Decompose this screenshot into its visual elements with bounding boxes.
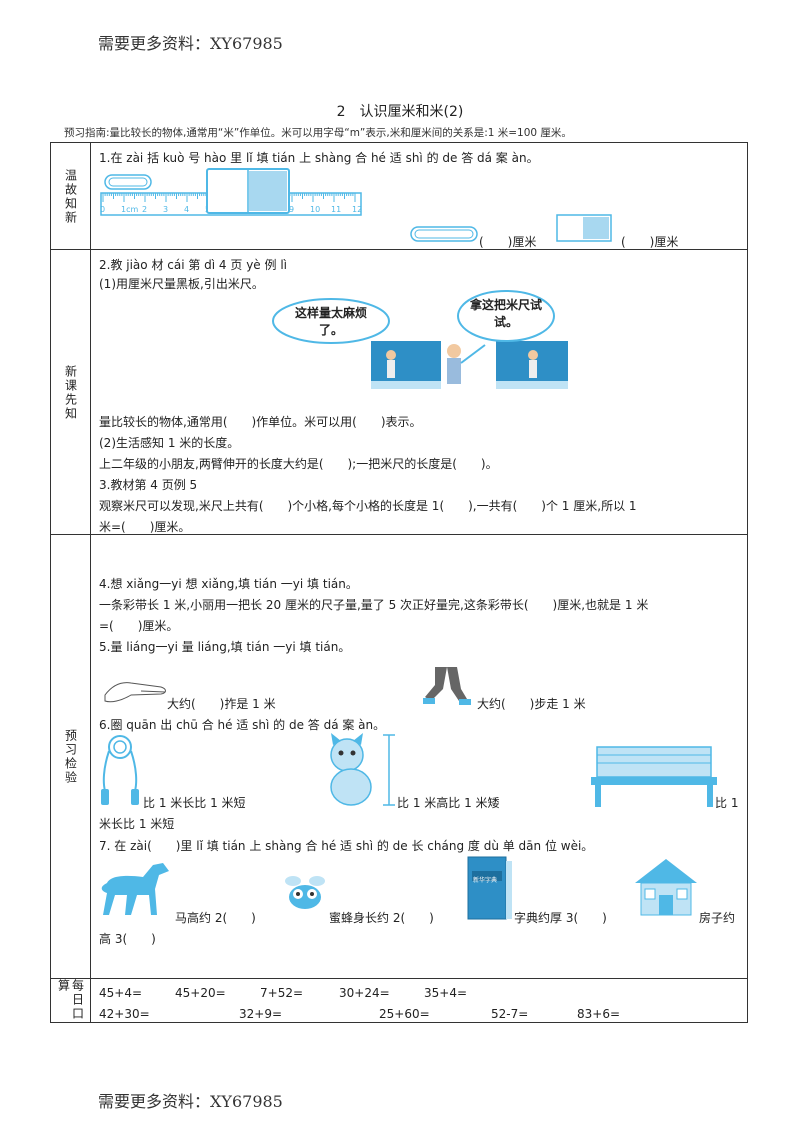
q5-text: 5.量 liáng一yi 量 liáng,填 tián 一yi 填 tián。 xyxy=(99,640,351,654)
divider xyxy=(51,249,747,250)
q3-line1: 观察米尺可以发现,米尺上共有( )个小格,每个小格的长度是 1( ),一共有( … xyxy=(99,499,637,513)
section-label-review: 温故知新 xyxy=(51,143,91,250)
dictionary-title: 新华字典 xyxy=(473,877,498,884)
daily-item: 25+60= xyxy=(379,1007,430,1021)
q7-house-2: 高 3( ) xyxy=(99,932,156,946)
ruler-tick-label: 0 xyxy=(100,205,105,214)
q7-house-1: 房子约 xyxy=(699,911,736,925)
q7-horse: 马高约 2( ) xyxy=(175,911,256,925)
ruler-tick-label: 10 xyxy=(310,205,320,214)
q2-sub1: (1)用厘米尺量黑板,引出米尺。 xyxy=(99,277,264,291)
cat-icon xyxy=(330,733,395,806)
q3-text: 3.教材第 4 页例 5 xyxy=(99,478,198,492)
daily-item: 52-7= xyxy=(491,1007,529,1021)
daily-item: 45+20= xyxy=(175,986,226,1000)
q7-text: 7. 在 zài( )里 lǐ 填 tián 上 shàng 合 hé 适 sh… xyxy=(99,839,594,853)
ruler-tick-label: 4 xyxy=(184,205,189,214)
daily-item: 42+30= xyxy=(99,1007,150,1021)
q2-sub2: (2)生活感知 1 米的长度。 xyxy=(99,436,240,450)
house-icon xyxy=(635,859,697,916)
bubble-2-text: 拿这把米尺试试。 xyxy=(469,298,542,329)
hand-span-icon xyxy=(104,682,166,703)
q6-c2: 米长比 1 米短 xyxy=(99,817,175,831)
divider xyxy=(51,978,747,979)
q6-a: 比 1 米长比 1 米短 xyxy=(143,796,246,810)
bee-icon xyxy=(285,876,325,909)
divider xyxy=(51,534,747,535)
ruler-tick-label: 3 xyxy=(163,205,168,214)
jump-rope-icon xyxy=(101,735,139,805)
watermark-bottom: 需要更多资料：XY67985 xyxy=(98,1092,283,1111)
ruler-tick-label: 2 xyxy=(142,205,147,214)
q2-text: 2.教 jiào 材 cái 第 dì 4 页 yè 例 lì xyxy=(99,258,287,272)
section-label-new: 新课先知 xyxy=(51,250,91,535)
q5-a: 大约( )拃是 1 米 xyxy=(167,697,276,711)
q2-line1: 量比较长的物体,通常用( )作单位。米可以用( )表示。 xyxy=(99,415,422,429)
daily-item: 32+9= xyxy=(239,1007,283,1021)
page-title: 2 认识厘米和米(2) xyxy=(336,104,464,120)
section-label-daily: 每日口算 xyxy=(51,979,91,1022)
q4-line2: =( )厘米。 xyxy=(99,619,179,633)
q6-b: 比 1 米高比 1 米矮 xyxy=(397,796,500,810)
walking-legs-icon xyxy=(423,667,471,705)
ruler-tick-label: 12 xyxy=(352,205,362,214)
q7-dict: 字典约厚 3( ) xyxy=(514,911,607,925)
ruler-tick-label: 11 xyxy=(331,205,341,214)
ruler-tick-label: 1cm xyxy=(121,205,138,214)
daily-item: 30+24= xyxy=(339,986,390,1000)
worksheet-table: 温故知新 新课先知 预习检验 每日口算 1.在 zài 括 kuò 号 hào … xyxy=(50,142,748,1023)
q1-answer-2: ( )厘米 xyxy=(621,235,679,249)
daily-item: 83+6= xyxy=(577,1007,621,1021)
q3-line2: 米=( )厘米。 xyxy=(99,520,191,534)
q1-answer-1: ( )厘米 xyxy=(479,235,537,249)
q6-c1: 比 1 xyxy=(715,796,739,810)
daily-item: 7+52= xyxy=(260,986,304,1000)
speech-bubble-1 xyxy=(272,298,390,344)
horse-icon xyxy=(101,863,169,915)
dictionary-icon xyxy=(467,856,512,920)
q4-text: 4.想 xiǎng一yi 想 xiǎng,填 tián 一yi 填 tián。 xyxy=(99,577,358,591)
q4-line1: 一条彩带长 1 米,小丽用一把长 20 厘米的尺子量,量了 5 次正好量完,这条… xyxy=(99,598,649,612)
bubble-1-text: 这样量太麻烦了。 xyxy=(294,306,367,337)
daily-item: 35+4= xyxy=(424,986,468,1000)
q2-line2: 上二年级的小朋友,两臂伸开的长度大约是( );一把米尺的长度是( )。 xyxy=(99,457,498,471)
section-label-check: 预习检验 xyxy=(51,535,91,979)
daily-item: 45+4= xyxy=(99,986,143,1000)
q1-text: 1.在 zài 括 kuò 号 hào 里 lǐ 填 tián 上 shàng … xyxy=(99,151,539,165)
q6-text: 6.圈 quān 出 chū 合 hé 适 shì 的 de 答 dá 案 àn… xyxy=(99,718,386,732)
ruler-tick-label: 9 xyxy=(289,205,294,214)
bench-icon xyxy=(591,746,717,807)
watermark-top: 需要更多资料：XY67985 xyxy=(98,34,283,53)
q5-b: 大约( )步走 1 米 xyxy=(477,697,586,711)
blackboard-illustration xyxy=(371,341,568,389)
speech-bubble-2 xyxy=(457,290,555,342)
preview-guide: 预习指南:量比较长的物体,通常用“米”作单位。米可以用字母“m”表示,米和厘米间… xyxy=(64,127,572,139)
ruler-figure: 01cm23456789101112 xyxy=(100,168,612,242)
q7-bee: 蜜蜂身长约 2( ) xyxy=(329,911,434,925)
